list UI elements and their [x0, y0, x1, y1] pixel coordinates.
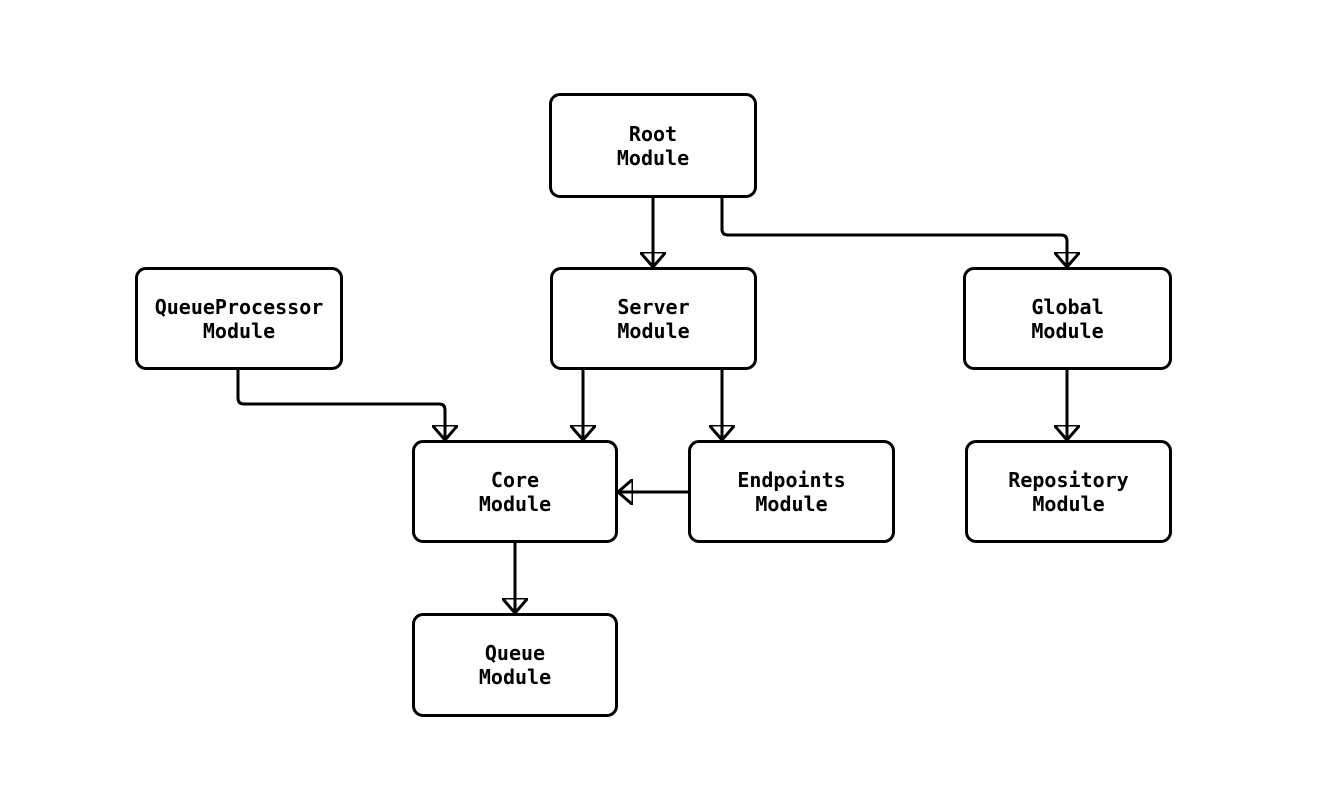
node-endpoints-module: Endpoints Module [688, 440, 895, 543]
node-root-module-label: Root Module [616, 121, 690, 170]
node-server-module-label: Server Module [617, 294, 690, 343]
node-queue-module: Queue Module [412, 613, 618, 717]
node-global-module-label: Global Module [1031, 294, 1104, 343]
node-queue-module-label: Queue Module [478, 641, 552, 689]
node-core-module: Core Module [412, 440, 618, 543]
node-core-module-label: Core Module [478, 467, 552, 516]
node-queueprocessor-module-label: QueueProcessor Module [154, 294, 324, 343]
edge-root-to-global [720, 198, 1067, 267]
node-queueprocessor-module: QueueProcessor Module [135, 267, 343, 370]
node-repository-module: Repository Module [965, 440, 1172, 543]
node-global-module: Global Module [963, 267, 1172, 370]
node-repository-module-label: Repository Module [1008, 467, 1129, 516]
node-root-module: Root Module [549, 93, 757, 198]
node-endpoints-module-label: Endpoints Module [737, 467, 846, 516]
node-server-module: Server Module [550, 267, 757, 370]
edge-queueprocessor-to-core [236, 370, 445, 440]
